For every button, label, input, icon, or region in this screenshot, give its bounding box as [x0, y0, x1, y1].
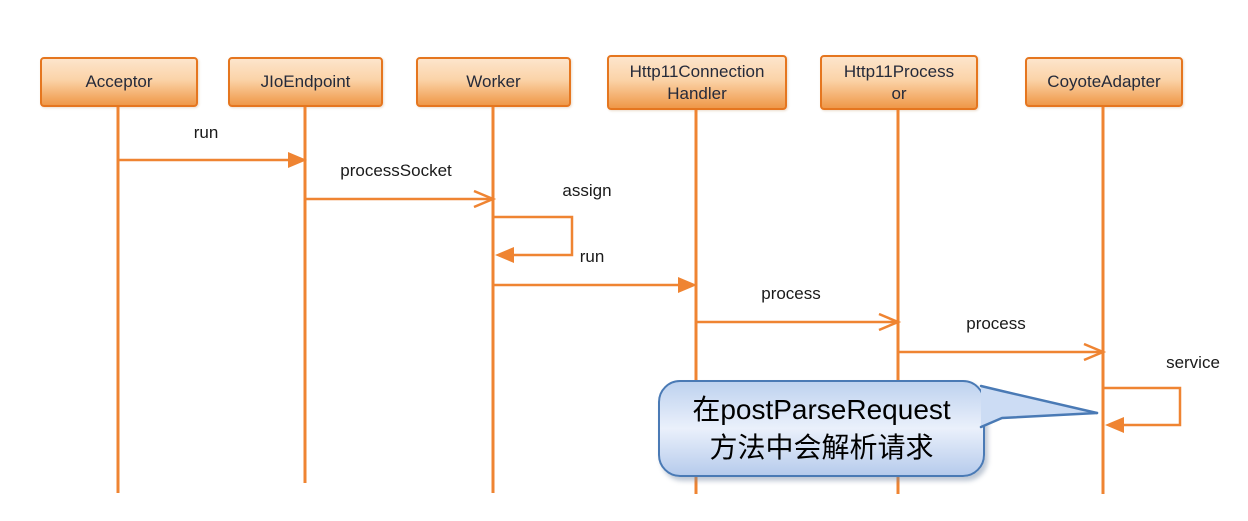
message-label-processsocket: processSocket: [340, 161, 452, 180]
note-callout: 在postParseRequest 方法中会解析请求: [658, 380, 985, 477]
arrowhead-filled-icon: [288, 152, 307, 168]
participant-box-http11connectionhandler: Http11Connection Handler: [607, 55, 787, 110]
message-label-process-2: process: [966, 314, 1026, 333]
arrowhead-filled-icon: [678, 277, 697, 293]
participant-label: CoyoteAdapter: [1047, 72, 1161, 92]
participant-box-worker: Worker: [416, 57, 571, 107]
participant-label: Worker: [466, 72, 521, 92]
participant-label: Acceptor: [85, 72, 153, 92]
participant-label: Http11Process: [843, 62, 955, 82]
participant-label: or: [891, 83, 907, 103]
arrowhead-open-icon: [1083, 342, 1107, 362]
participant-box-jioendpoint: JIoEndpoint: [228, 57, 383, 107]
message-label-run-2: run: [579, 247, 605, 266]
message-label-run-1: run: [193, 123, 219, 142]
arrowhead-open-icon: [473, 189, 497, 209]
note-line: 方法中会解析请求: [709, 431, 934, 463]
participant-label: JIoEndpoint: [260, 72, 351, 92]
message-label-assign: assign: [562, 181, 612, 200]
note-line: 在postParseRequest: [692, 393, 951, 425]
arrowhead-filled-icon: [1105, 417, 1124, 433]
participant-label: Handler: [667, 83, 727, 103]
participant-box-acceptor: Acceptor: [40, 57, 198, 107]
message-label-process-1: process: [761, 284, 821, 303]
message-selfloop-service: [1104, 386, 1182, 427]
participant-box-http11processor: Http11Process or: [820, 55, 978, 110]
arrowhead-filled-icon: [495, 247, 514, 263]
participant-box-coyoteadapter: CoyoteAdapter: [1025, 57, 1183, 107]
message-label-service: service: [1166, 353, 1220, 372]
message-selfloop-assign: [494, 215, 574, 257]
arrowhead-open-icon: [878, 312, 902, 332]
participant-label: Http11Connection: [629, 62, 765, 82]
